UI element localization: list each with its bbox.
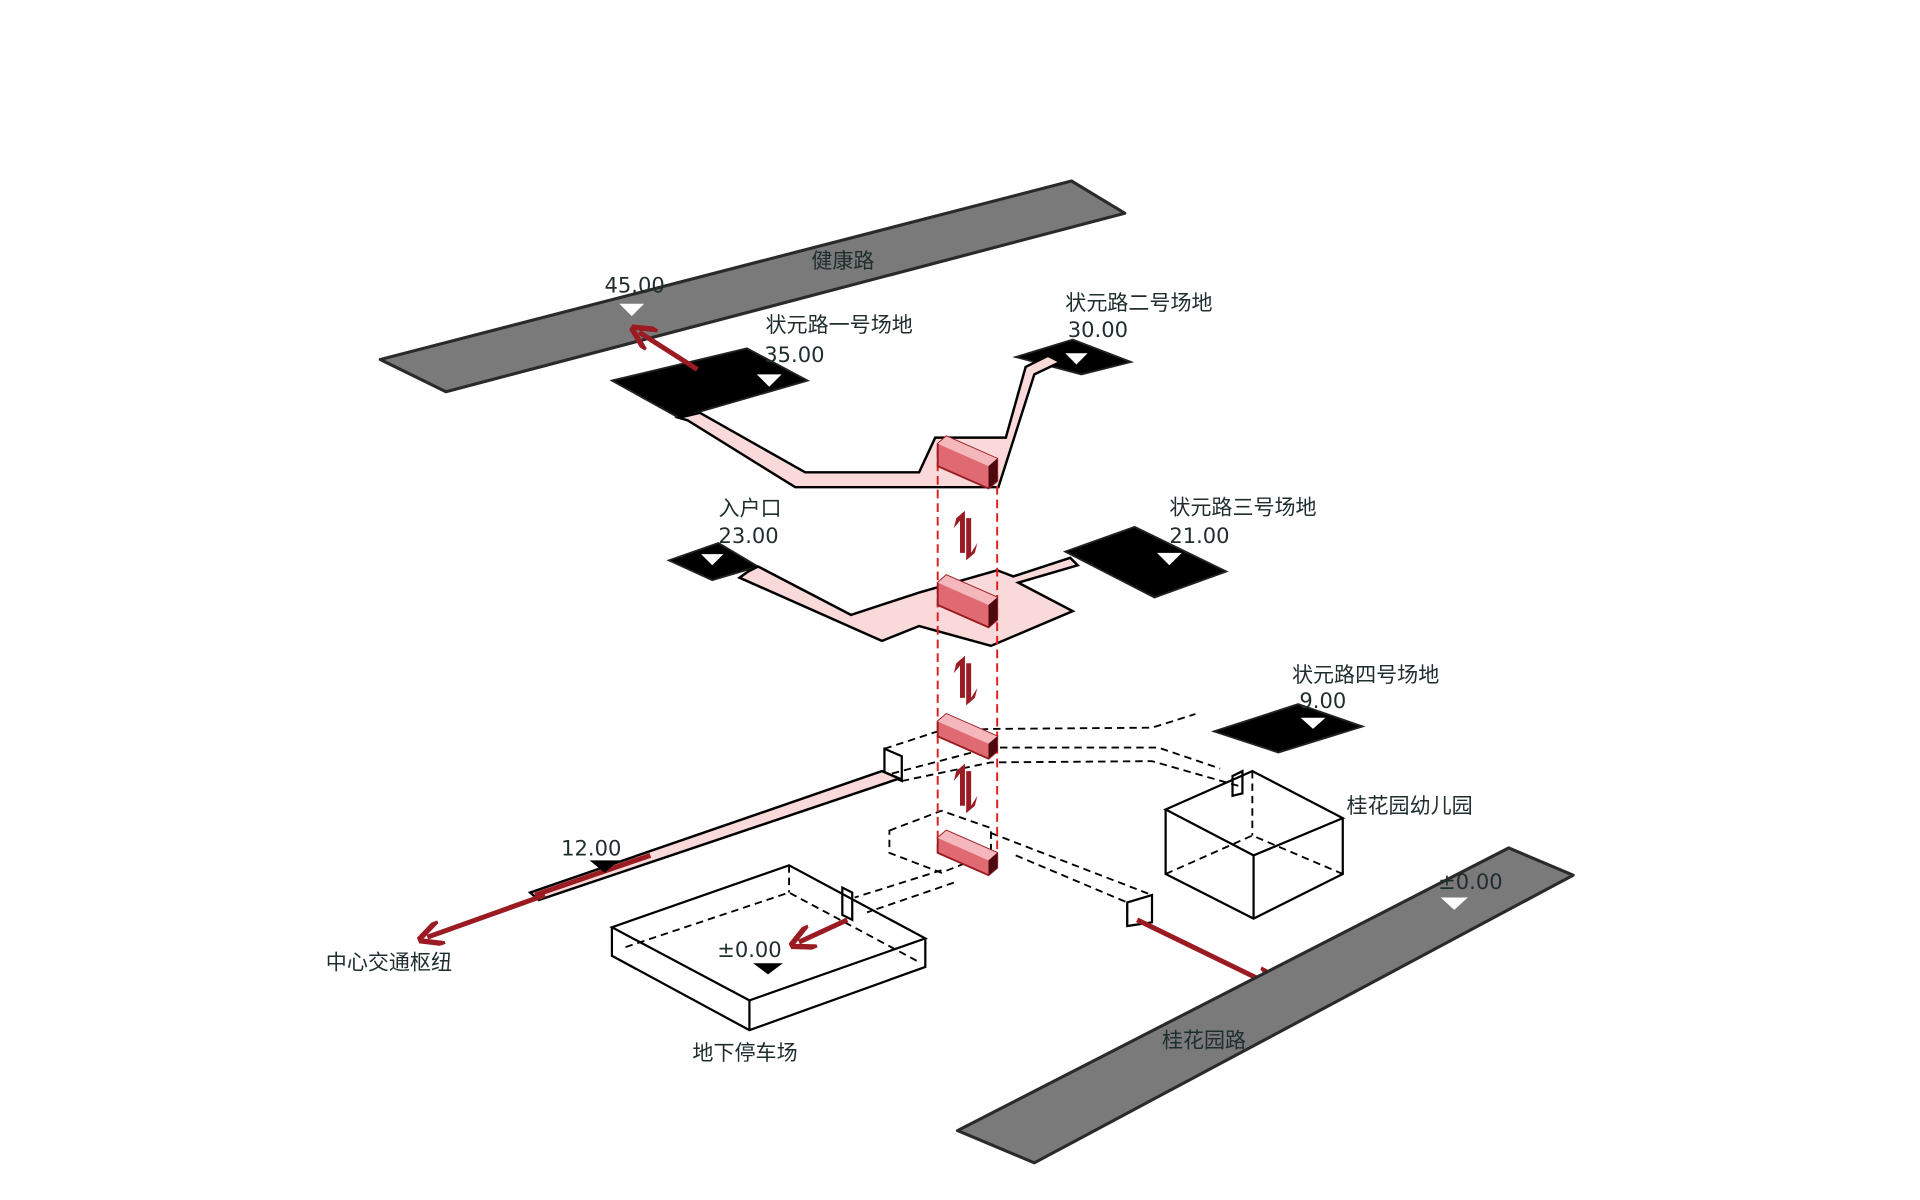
road-top <box>378 179 1127 394</box>
elevator-cabin-2 <box>936 574 999 629</box>
middle-walkway <box>737 556 1081 648</box>
elevator-cabin-1 <box>936 435 999 490</box>
tunnel-east-end <box>1126 893 1154 928</box>
road-top-label: 健康路 <box>811 248 874 273</box>
kindergarten-box <box>1163 769 1346 920</box>
road-bottom-label: 桂花园路 <box>1162 1028 1246 1053</box>
elevation-marker-icon <box>753 963 783 975</box>
tunnel-upper <box>884 713 1196 750</box>
site-2-elevation: 30.00 <box>1068 317 1128 342</box>
tunnel-lower-east-2 <box>1015 854 1129 927</box>
parking-box <box>609 864 929 1032</box>
road-bottom <box>955 846 1575 1165</box>
parking-elevation: ±0.00 <box>717 937 781 962</box>
updown-arrow-icon <box>953 763 978 814</box>
site-1-pad <box>609 347 811 419</box>
site-1-elevation: 35.00 <box>764 342 824 367</box>
elevation-bottom-road: ±0.00 <box>1438 869 1502 894</box>
kindergarten-label: 桂花园幼儿园 <box>1346 793 1472 818</box>
hub-link-elevation: 12.00 <box>561 835 621 860</box>
elevation-marker-icon <box>756 374 782 387</box>
exit-arrow-parking <box>799 917 849 942</box>
tunnel-lower-box <box>888 809 992 874</box>
site-1-name: 状元路一号场地 <box>766 312 913 337</box>
hub-label: 中心交通枢纽 <box>326 949 452 974</box>
hub-link-highlight <box>534 853 652 898</box>
exit-arrow-top-road <box>639 332 699 372</box>
elevator-cabin-4 <box>936 829 999 877</box>
exit-arrow-hub <box>427 892 546 937</box>
site-4-name: 状元路四号场地 <box>1292 662 1439 687</box>
tunnel-end-box <box>883 747 903 783</box>
updown-arrow-icon <box>953 510 978 561</box>
parking-entry-box <box>841 885 854 922</box>
site-2-name: 状元路二号场地 <box>1065 290 1212 315</box>
elevation-marker-icon <box>589 860 620 873</box>
elevator-cabin-3 <box>936 712 999 760</box>
site-3-name: 状元路三号场地 <box>1169 494 1316 519</box>
elevation-marker-icon <box>1300 717 1326 729</box>
elevation-marker-icon <box>701 554 724 566</box>
tunnel-upper-3 <box>901 760 1239 787</box>
elevation-marker-icon <box>1065 353 1088 365</box>
entrance-elevation: 23.00 <box>718 523 778 548</box>
elevation-marker-icon <box>1156 552 1182 566</box>
exit-arrow-bottom-road <box>1136 917 1270 984</box>
site-4-elevation: 9.00 <box>1299 688 1346 713</box>
site-3-elevation: 21.00 <box>1169 523 1229 548</box>
entrance-name: 入户口 <box>718 496 781 521</box>
parking-label: 地下停车场 <box>692 1040 797 1065</box>
elevation-top-road: 45.00 <box>604 273 664 298</box>
elevator-cabins <box>936 435 999 877</box>
elevation-marker-icon <box>1440 897 1468 910</box>
site-4-pad <box>1210 703 1366 754</box>
tunnel-lower-west <box>854 869 942 899</box>
tunnel-lower-west-2 <box>866 881 955 914</box>
tunnel-upper-2 <box>891 746 1221 775</box>
site-3-pad <box>1062 525 1229 599</box>
elevation-marker-icon <box>619 303 645 317</box>
updown-arrow-icon <box>953 655 978 706</box>
